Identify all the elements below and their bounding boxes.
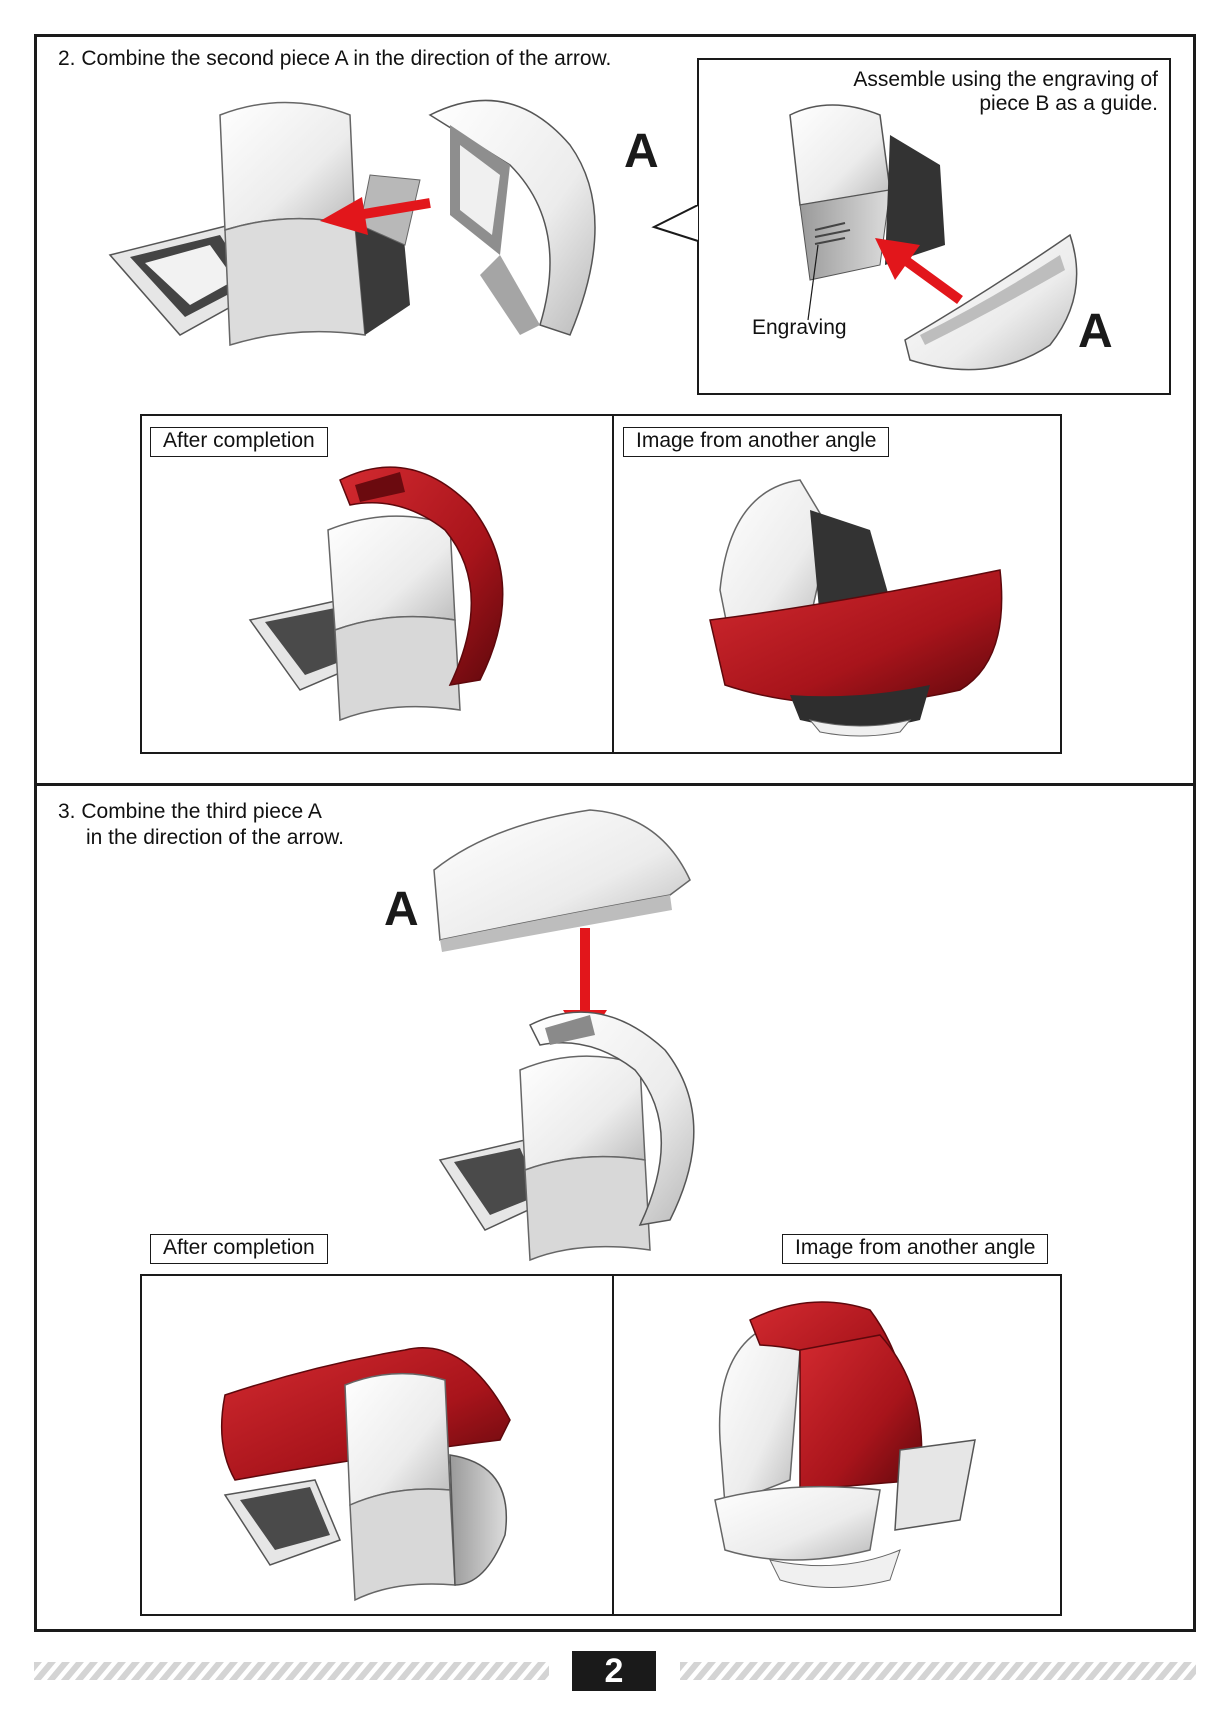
step3-title-line2: in the direction of the arrow. [86, 826, 344, 849]
step2-after-label: After completion [150, 427, 328, 457]
step2-title: 2. Combine the second piece A in the dir… [58, 47, 612, 70]
step3-title-line1: 3. Combine the third piece A [58, 800, 322, 823]
callout-text-line2: piece B as a guide. [979, 92, 1158, 115]
page-number: 2 [572, 1651, 656, 1691]
step3-after-illustration [220, 1347, 511, 1602]
step3-angle-illustration [714, 1301, 976, 1588]
step2-callout-illustration [789, 104, 1078, 371]
engraving-label: Engraving [752, 316, 847, 339]
step2-assembly-illustration [108, 99, 596, 347]
step2-piece-label: A [624, 125, 659, 178]
step3-piece-label: A [384, 883, 419, 936]
step2-angle-illustration [709, 479, 1003, 737]
step2-callout-piece-label: A [1078, 305, 1113, 358]
step2-angle-label: Image from another angle [623, 427, 890, 457]
step3-angle-panel [612, 1274, 1062, 1616]
step2-after-illustration [248, 466, 504, 722]
step3-assembly-illustration [433, 809, 695, 1262]
step3-frame [34, 783, 1196, 1632]
step3-title: 3. Combine the third piece A in the dire… [58, 799, 344, 851]
footer-hatch-left [34, 1662, 549, 1680]
step2-callout-text: Assemble using the engraving of piece B … [758, 68, 1158, 116]
step2-angle-panel [612, 414, 1062, 754]
step2-callout-pointer [651, 205, 699, 242]
step3-after-label: After completion [150, 1234, 328, 1264]
callout-text-line1: Assemble using the engraving of [853, 68, 1158, 91]
footer-hatch-right [680, 1662, 1196, 1680]
step3-angle-label: Image from another angle [782, 1234, 1049, 1264]
